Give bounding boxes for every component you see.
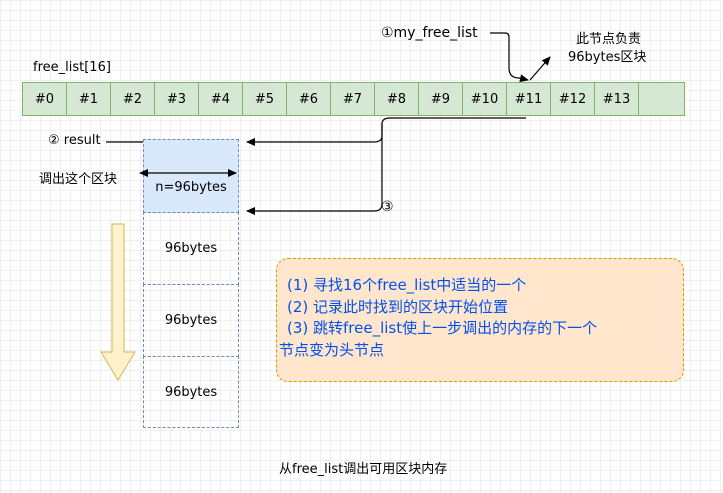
step-2-text: (2) 记录此时找到的区块开始位置 bbox=[287, 297, 509, 316]
array-label: free_list[16] bbox=[33, 60, 111, 75]
step-3-text: (3) 跳转free_list使上一步调出的内存的下一个 bbox=[287, 319, 598, 337]
array-cell: #11 bbox=[506, 82, 551, 116]
step3-arrow bbox=[246, 124, 383, 215]
step-1-text: (1) 寻找16个free_list中适当的一个 bbox=[287, 276, 527, 294]
memory-block: 96bytes bbox=[143, 356, 239, 428]
take-block-label: 调出这个区块 bbox=[39, 172, 118, 187]
steps-note: (1) 寻找16个free_list中适当的一个 (2) 记录此时找到的区块开始… bbox=[276, 258, 684, 382]
responsible-pointer-arrow bbox=[529, 56, 551, 81]
caption: 从free_list调出可用区块内存 bbox=[279, 462, 448, 477]
array-cell: #0 bbox=[22, 82, 67, 116]
down-arrow bbox=[100, 223, 136, 381]
array-cell bbox=[638, 82, 685, 116]
result-pointer-arrow bbox=[246, 117, 526, 146]
array-cell: #3 bbox=[154, 82, 199, 116]
step3-label: ③ bbox=[381, 199, 394, 215]
array-cell: #7 bbox=[330, 82, 375, 116]
step-3-text-cont: 节点变为头节点 bbox=[279, 340, 385, 359]
responsible-label-line2: 96bytes区块 bbox=[568, 50, 647, 65]
array-cell: #6 bbox=[286, 82, 331, 116]
responsible-label-line1: 此节点负责 bbox=[576, 32, 642, 47]
my-free-list-label: ①my_free_list bbox=[381, 25, 478, 41]
my-free-list-pointer-arrow bbox=[490, 32, 529, 83]
array-cell: #9 bbox=[418, 82, 463, 116]
result-label: ② result bbox=[48, 133, 101, 148]
